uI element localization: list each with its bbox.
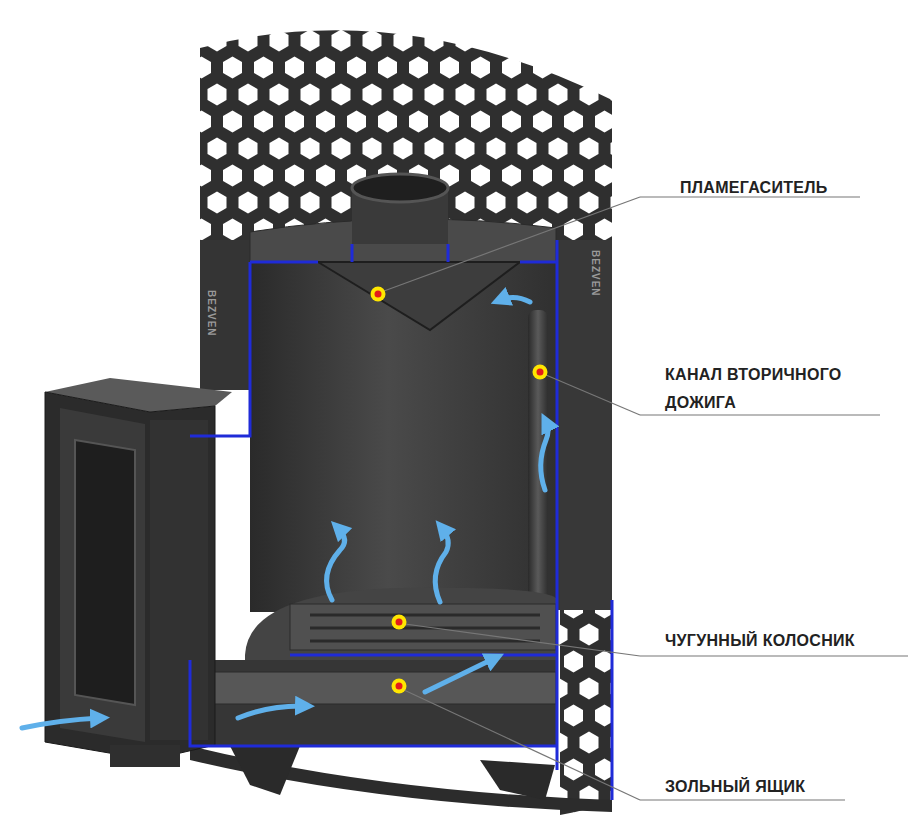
firebox-floor xyxy=(245,588,556,660)
casing-bottom xyxy=(190,746,612,812)
part-label: ЧУГУННЫЙ КОЛОСНИК xyxy=(665,632,855,650)
air-flow-arrows xyxy=(22,297,548,728)
part-label: КАНАЛ ВТОРИЧНОГО ДОЖИГА xyxy=(665,361,880,417)
brand-logo: BEZVEN xyxy=(205,290,217,337)
part-label: ЗОЛЬНЫЙ ЯЩИК xyxy=(665,778,805,796)
secondary-channel xyxy=(528,310,548,602)
casing-solid-right xyxy=(556,240,612,610)
perforated-casing xyxy=(200,30,612,815)
stove-leg xyxy=(480,760,555,800)
casing-solid-left xyxy=(200,240,250,390)
door-panel xyxy=(60,408,145,742)
firebox-interior xyxy=(250,262,556,612)
ash-door xyxy=(110,745,180,767)
callout-dots xyxy=(371,287,548,694)
chimney-mouth xyxy=(352,174,448,202)
ash-box-space xyxy=(190,660,556,746)
ash-drawer xyxy=(200,672,556,704)
door-window xyxy=(75,440,135,705)
flame-arrester xyxy=(318,262,520,330)
stove-leg xyxy=(230,746,300,795)
cut-lines xyxy=(190,240,612,800)
leader-lines xyxy=(384,197,908,800)
brand-logo: BEZVEN xyxy=(589,250,601,297)
door-side xyxy=(150,420,208,740)
part-label: ПЛАМЕГАСИТЕЛЬ xyxy=(680,179,828,197)
